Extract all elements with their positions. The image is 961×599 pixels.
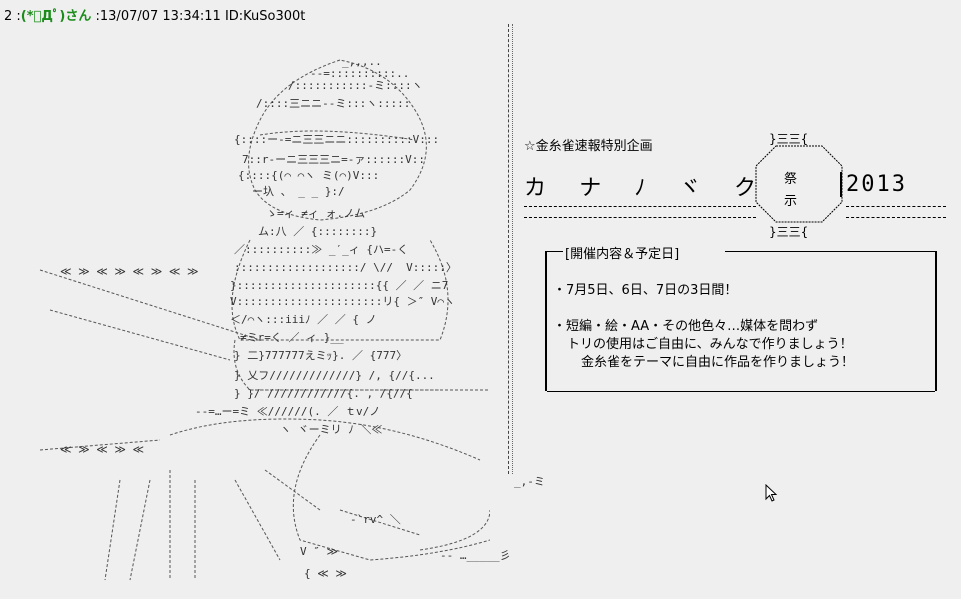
aa-row: -‐=::::::::::.. [310, 67, 410, 80]
octagon-bottom-text: }三三{ [769, 225, 809, 239]
aa-row: _,,,.. [342, 55, 382, 68]
aa-row: V::::::::::::::::::::::リ{ ＞″ V⌒ヽ [230, 295, 456, 308]
info-line: ・短編・絵・AA・その他色々…媒体を問わず [553, 319, 819, 334]
aa-row: ≠ミr=く ／ ィ }__ [240, 331, 344, 344]
vertical-separator [508, 24, 517, 474]
info-line: トリの使用はご自由に、みんなで作りましょう！ [567, 337, 853, 352]
aa-row: :::::::::::::::::::/ \// V:::::〉 [234, 261, 457, 274]
ascii-art-strokes [39, 59, 490, 581]
info-box-top-rule-right [725, 251, 935, 252]
banner-rule-right [846, 206, 946, 218]
event-banner: ☆金糸雀速報特別企画 カ ナ ﾉ ヾ ク }三三{ 祭 示 }三三{ 2013 [524, 130, 954, 240]
aa-row: ヽ ヾーミリ ﾉ ＼≪ [280, 423, 383, 436]
banner-title: ☆金糸雀速報特別企画 [524, 139, 653, 154]
aa-row: ≪ ≫ ≪ ≫ ≪ ≫ ≪ ≫ [60, 265, 199, 278]
octagon-text-2: 示 [784, 194, 798, 209]
ascii-art-figure: _,,,.. -‐=::::::::::.. /:::::::::::‐ミ:::… [20, 40, 545, 595]
poster-name[interactable]: (*ﾟДﾟ)さん [20, 9, 92, 24]
octagon-top-text: }三三{ [769, 132, 809, 146]
aa-row: } 二}777777えミｯ}. ／ {777〉 [234, 349, 408, 362]
post-header: 2 :(*ﾟДﾟ)さん :13/07/07 13:34:11 ID:KuSo30… [4, 9, 305, 25]
post-datetime: 13/07/07 13:34:11 [99, 9, 221, 24]
info-box: [開催内容＆予定日] ・7月5日、6日、7日の3日間！ ・短編・絵・AA・その他… [545, 243, 937, 393]
info-box-title: [開催内容＆予定日] [563, 243, 682, 262]
info-line: 金糸雀をテーマに自由に作品を作りましょう！ [581, 355, 855, 370]
aa-row: ム:八 ／ {::::::::} [258, 225, 378, 238]
banner-year: 2013 [840, 172, 911, 197]
banner-katakana: カ ナ ﾉ ヾ ク [524, 176, 766, 201]
aa-row: ー圦 、 _ _ }:/ [252, 185, 345, 198]
aa-row: /::::三ニニ‐‐ミ:::ヽ::::: [256, 97, 411, 110]
aa-row: V ″ ≫ [300, 545, 339, 558]
aa-row: }:::::::::::::::::::::{{ ／ ／ ニ7 [230, 279, 449, 292]
aa-row: ゝ=ィ ≠ィ ォ.ノム [266, 207, 366, 220]
mouse-pointer-icon [765, 484, 778, 502]
aa-row: } 乂フ/////////////} /, {//{... [234, 369, 435, 382]
aa-row: /:::::::::::‐ミ::::ヽ [288, 79, 423, 92]
info-box-frame [545, 251, 937, 392]
post-number: 2 : [4, 9, 21, 24]
octagon-emblem: }三三{ 祭 示 }三三{ [754, 130, 844, 240]
aa-row: ≪ ≫ ≪ ≫ ≪ [60, 443, 145, 456]
aa-row: ／::::::::::≫ _′_ィ {ハ=‐く [234, 243, 409, 256]
aa-row: _,‐ミ [514, 475, 545, 488]
aa-row: {::::{(⌒ ⌒ヽ ミ(⌒)V::: [238, 169, 380, 182]
aa-row: 7::r‐ーニ三三三ニ=-ァ::::::V:: [242, 153, 425, 166]
banner-rule-left [524, 206, 756, 218]
aa-row: {::::ー‐=ニ三三ニニ::::::::::V::: [234, 133, 440, 146]
aa-row: ＜/⌒ヽ:::iiiﾉ ／ ／ { ノ [230, 313, 377, 326]
octagon-outline [755, 145, 843, 223]
poster-id: ID:KuSo300t [224, 9, 306, 24]
aa-row: } }/ ////////////{. , /{//{ [234, 387, 413, 400]
header-separator: : [95, 9, 100, 24]
info-box-top-rule-left [545, 251, 563, 252]
aa-row: ‐`rv^ ＼ [350, 513, 401, 526]
octagon-text-1: 祭 [784, 172, 798, 187]
aa-row: -‐=…ー=ミ ≪//////(. ／ ｔv/ノ [195, 405, 381, 418]
aa-row: { ≪ ≫ [304, 567, 347, 580]
info-line: ・7月5日、6日、7日の3日間！ [553, 283, 738, 298]
aa-row: ‐‐ …_____彡 [440, 549, 511, 562]
